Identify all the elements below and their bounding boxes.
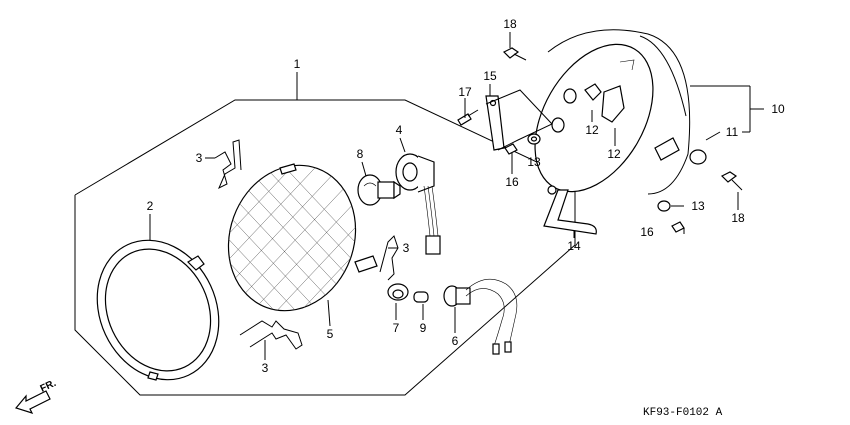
callout-15: 15 [483,69,497,83]
callout-14: 14 [567,239,581,253]
callout-labels: 1 2 3 3 3 4 5 6 7 8 9 10 11 12 12 13 13 … [147,17,785,375]
callout-1: 1 [294,57,301,71]
callout-16: 16 [505,175,519,189]
callout-10: 10 [771,102,785,116]
grommet [387,283,409,320]
callout-3: 3 [262,361,269,375]
callout-11: 11 [726,125,739,139]
washer [527,133,541,145]
spring-clip [239,320,303,360]
position-light-socket [443,278,518,355]
callout-4: 4 [396,123,403,137]
callout-12: 12 [607,147,621,161]
spring-clip [205,139,242,190]
callout-9: 9 [420,321,427,335]
bolt [502,32,527,61]
washer [657,200,684,212]
collar [689,131,721,165]
front-direction-indicator: FR. [14,378,58,414]
headlight-case [534,29,764,195]
callout-3: 3 [403,241,410,255]
callout-18: 18 [731,211,745,225]
callout-2: 2 [147,199,154,213]
callout-17: 17 [458,85,472,99]
callout-3: 3 [196,151,203,165]
bulb-socket [395,137,441,255]
callout-6: 6 [452,334,459,348]
screw [457,98,479,126]
front-direction-label: FR. [39,378,58,395]
callout-7: 7 [393,321,400,335]
callout-12: 12 [585,123,599,137]
callout-13: 13 [527,155,541,169]
front-arrow-icon [14,390,51,414]
callout-18: 18 [503,17,517,31]
bolt [504,143,518,174]
case-bracket [543,185,597,238]
position-bulb [413,291,429,320]
bolt [671,221,685,234]
callout-8: 8 [357,147,364,161]
callout-5: 5 [327,327,334,341]
headlight-rim [96,214,220,381]
drawing-code: KF93-F0102 A [643,407,723,419]
side-stay [485,84,553,151]
assembly-boundary [74,72,576,396]
headlight-bulb [357,161,401,206]
callout-13: 13 [691,199,705,213]
callout-16: 16 [640,225,654,239]
bolt [720,171,743,210]
spring-clip [379,235,399,281]
